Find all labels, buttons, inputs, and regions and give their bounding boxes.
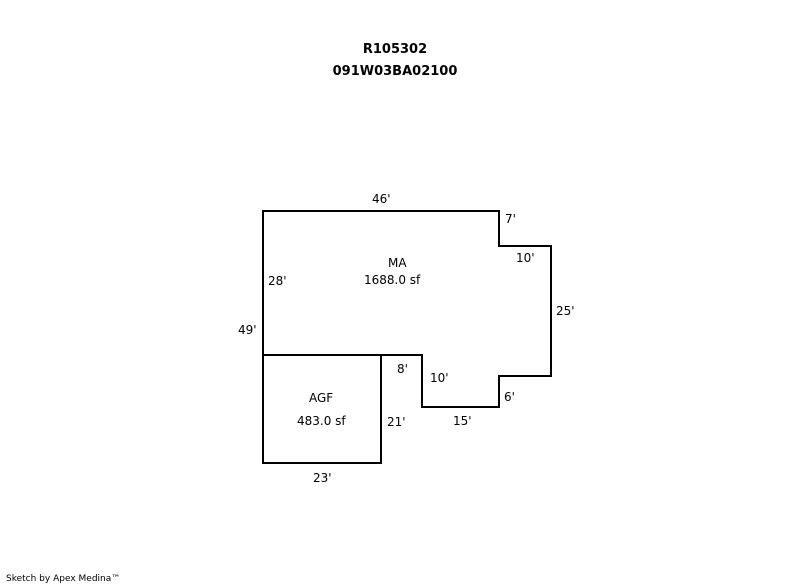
ma-outline [262, 210, 552, 408]
dim-left-inner: 28' [268, 274, 287, 288]
dim-agf-bottom: 23' [313, 471, 332, 485]
dim-agf-right: 21' [387, 415, 406, 429]
agf-label: AGF [309, 391, 334, 405]
dim-left-total: 49' [238, 323, 257, 337]
dim-top: 46' [372, 192, 391, 206]
dim-bottom-notch: 15' [453, 414, 472, 428]
dim-notch-top: 8' [397, 362, 408, 376]
ma-label: MA [388, 256, 407, 270]
dim-ma-step-right: 7' [505, 212, 516, 226]
agf-area: 483.0 sf [297, 414, 346, 428]
agf-outline [262, 354, 382, 464]
dim-lower-step: 6' [504, 390, 515, 404]
dim-right: 25' [556, 304, 575, 318]
dim-ma-step-bottom: 10' [516, 251, 535, 265]
footer-credit: Sketch by Apex Medina™ [6, 574, 121, 584]
dim-notch-side: 10' [430, 371, 449, 385]
ma-area: 1688.0 sf [364, 273, 421, 287]
account-id: R105302 [362, 42, 428, 57]
parcel-id: 091W03BA02100 [332, 64, 458, 79]
